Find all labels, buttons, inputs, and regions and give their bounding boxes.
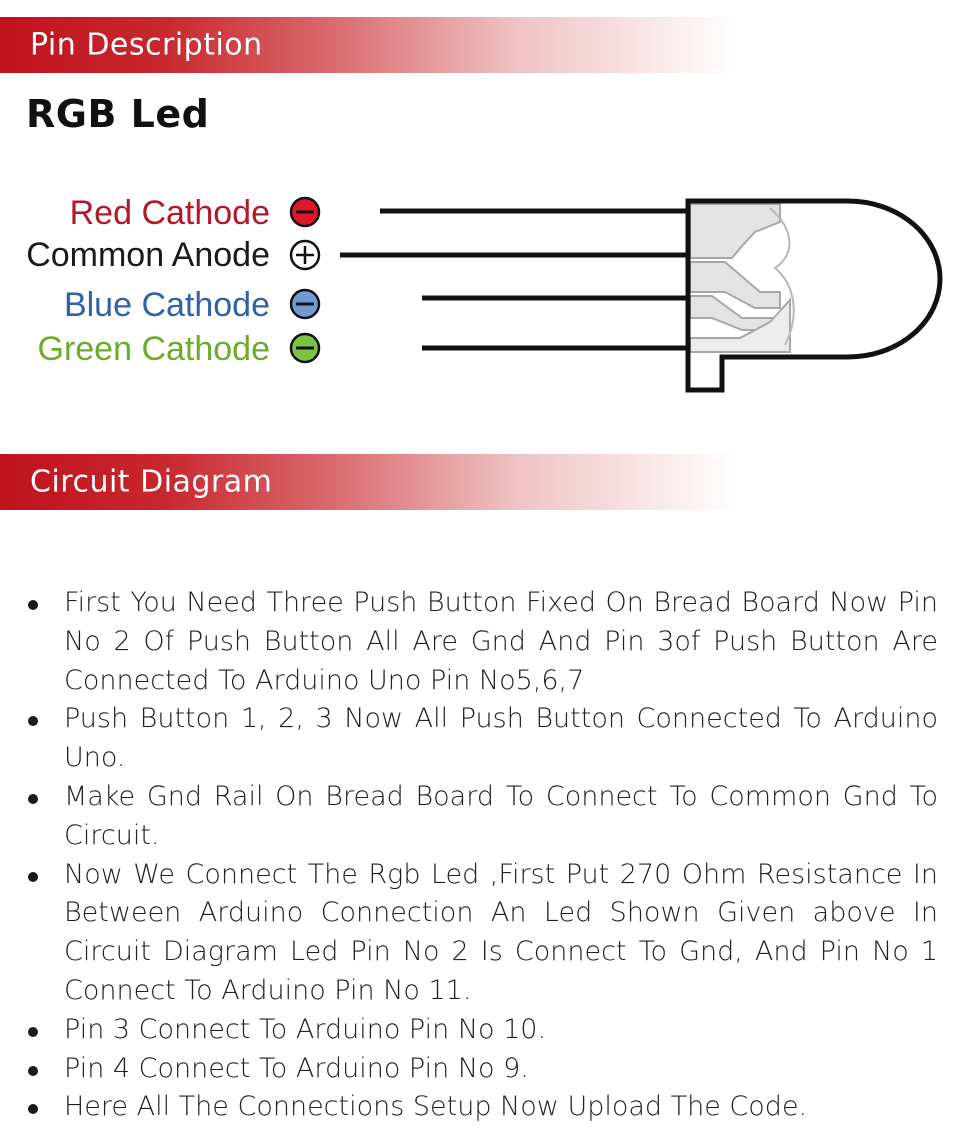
green-minus-icon [289, 332, 321, 364]
pin-description-title: Pin Description [30, 27, 263, 63]
connection-steps-list: First You Need Three Push Button Fixed O… [0, 584, 962, 1127]
rgb-led-diagram [289, 196, 943, 393]
list-item: Here All The Connections Setup Now Uploa… [28, 1088, 938, 1127]
bullet-icon [28, 1104, 38, 1115]
bullet-icon [28, 1065, 38, 1076]
list-item: Pin 4 Connect To Arduino Pin No 9. [28, 1050, 938, 1089]
circuit-diagram-header: Circuit Diagram [0, 454, 740, 510]
led-die-outline [769, 207, 795, 346]
list-item: First You Need Three Push Button Fixed O… [28, 584, 938, 700]
anode-plus-icon [289, 239, 321, 271]
circuit-diagram-title: Circuit Diagram [30, 464, 273, 500]
list-item: Push Button 1, 2, 3 Now All Push Button … [28, 700, 938, 778]
list-item: Pin 3 Connect To Arduino Pin No 10. [28, 1011, 938, 1050]
red-minus-icon [289, 196, 321, 228]
list-item: Now We Connect The Rgb Led ,First Put 27… [28, 856, 938, 1011]
bullet-icon [28, 600, 38, 610]
list-item: Make Gnd Rail On Bread Board To Connect … [28, 778, 938, 856]
pin-label-red-cathode: Red Cathode [69, 194, 270, 232]
bullet-icon [28, 871, 38, 882]
step-text: Push Button 1, 2, 3 Now All Push Button … [64, 703, 938, 774]
step-text: Now We Connect The Rgb Led ,First Put 27… [64, 858, 938, 1006]
bullet-icon [28, 1026, 38, 1037]
step-text: Make Gnd Rail On Bread Board To Connect … [64, 780, 938, 851]
led-lead-frame [689, 203, 791, 353]
rgb-led-title: RGB Led [26, 92, 210, 136]
blue-minus-icon [289, 288, 321, 320]
bullet-icon [28, 793, 38, 804]
step-text: First You Need Three Push Button Fixed O… [64, 587, 938, 696]
pin-label-green-cathode: Green Cathode [37, 330, 271, 368]
bullet-icon [28, 716, 38, 727]
step-text: Pin 4 Connect To Arduino Pin No 9. [64, 1052, 529, 1084]
pin-label-common-anode: Common Anode [26, 236, 270, 274]
pin-label-blue-cathode: Blue Cathode [63, 286, 270, 324]
step-text: Here All The Connections Setup Now Uploa… [64, 1091, 808, 1123]
led-body-outline [685, 198, 943, 393]
step-text: Pin 3 Connect To Arduino Pin No 10. [64, 1013, 547, 1045]
pin-description-header: Pin Description [0, 17, 740, 73]
